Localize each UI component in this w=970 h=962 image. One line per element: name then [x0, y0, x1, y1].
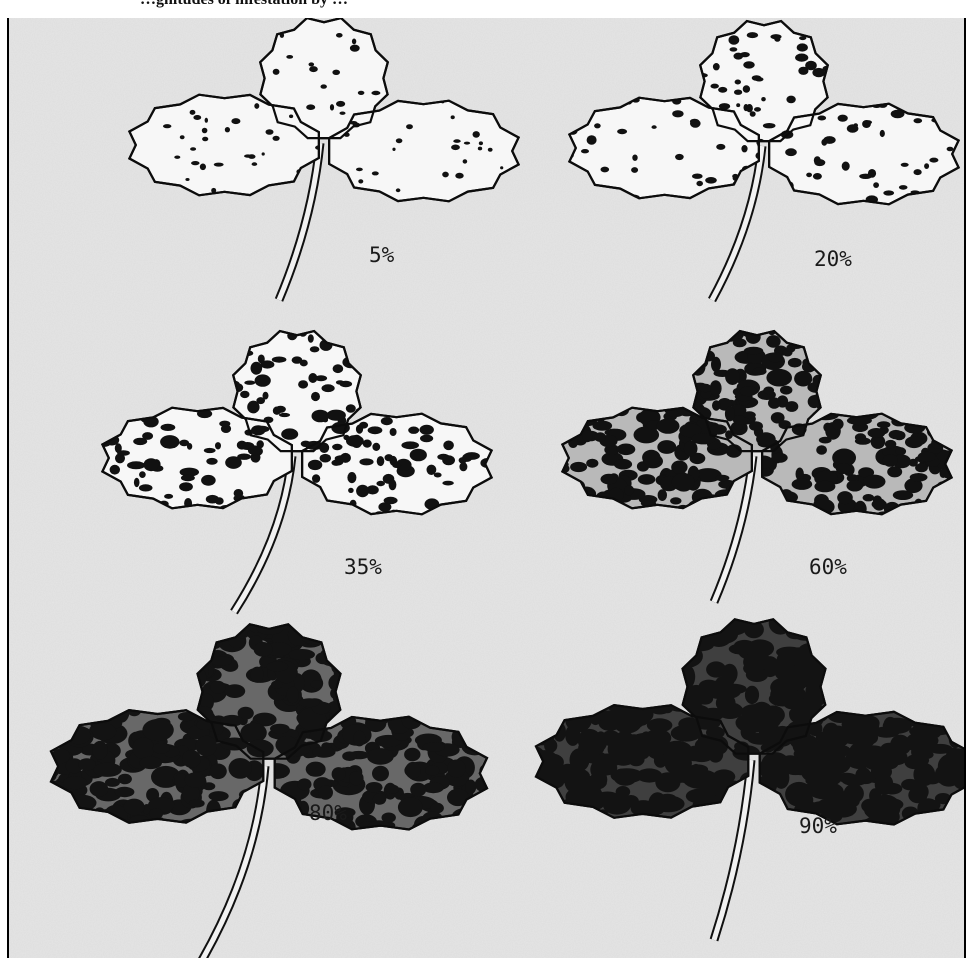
severity-label: 90%	[799, 814, 837, 838]
severity-label: 35%	[344, 555, 382, 579]
leaf-severity-diagram: 5% 20% 35% 60% 80% 90%	[9, 18, 964, 958]
figure-frame: 5% 20% 35% 60% 80% 90%	[7, 18, 966, 958]
figure-title-fragment: …gnitudes of infestation by …	[140, 0, 348, 9]
severity-label: 5%	[369, 243, 395, 267]
leaflet	[769, 104, 959, 205]
severity-label: 60%	[809, 555, 847, 579]
leaflet	[569, 98, 759, 199]
leaflet	[129, 95, 319, 196]
severity-label: 20%	[814, 247, 852, 271]
leaflet	[102, 408, 292, 509]
title-strip: …gnitudes of infestation by …	[0, 0, 970, 18]
severity-label: 80%	[309, 801, 347, 825]
